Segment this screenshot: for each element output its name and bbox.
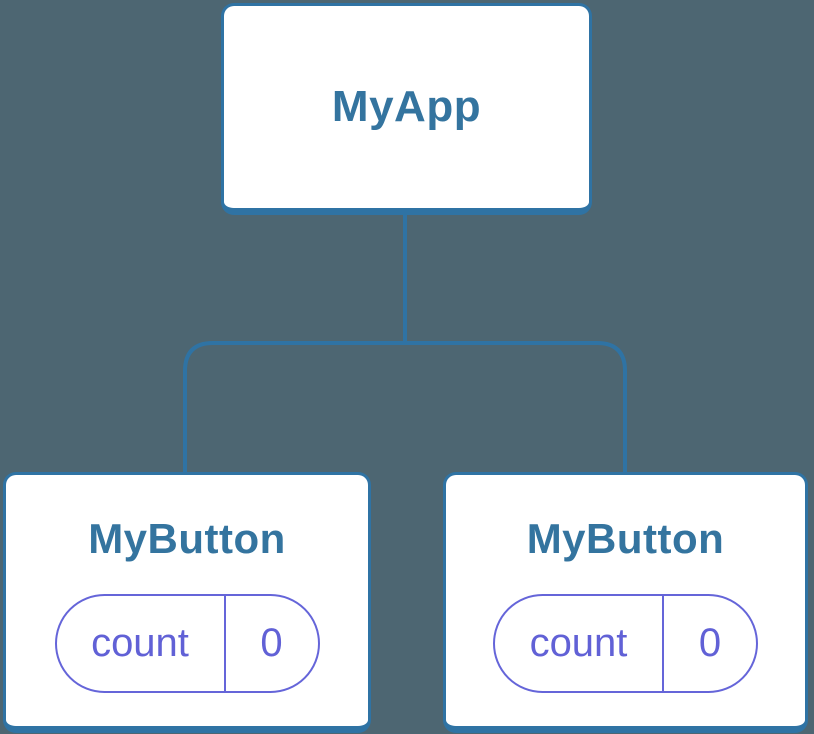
component-name-child-2: MyButton <box>526 515 725 562</box>
state-value-cell: 0 <box>662 596 756 691</box>
state-key-label: count <box>529 621 628 665</box>
component-name-child-1: MyButton <box>88 515 286 562</box>
state-key-label: count <box>91 621 189 665</box>
component-name-root: MyApp <box>331 82 482 131</box>
component-card-root: MyApp <box>221 3 592 215</box>
state-key-cell: count <box>57 596 224 691</box>
state-pill-child-2: count 0 <box>493 594 758 693</box>
state-key-cell: count <box>495 596 662 691</box>
component-card-child-2: MyButton count 0 <box>443 472 808 733</box>
state-value-label: 0 <box>260 621 283 665</box>
component-card-child-1: MyButton count 0 <box>3 472 371 733</box>
state-value-label: 0 <box>698 621 722 665</box>
connector-bracket <box>183 341 627 474</box>
state-value-cell: 0 <box>223 596 318 691</box>
state-pill-child-1: count 0 <box>54 594 320 693</box>
